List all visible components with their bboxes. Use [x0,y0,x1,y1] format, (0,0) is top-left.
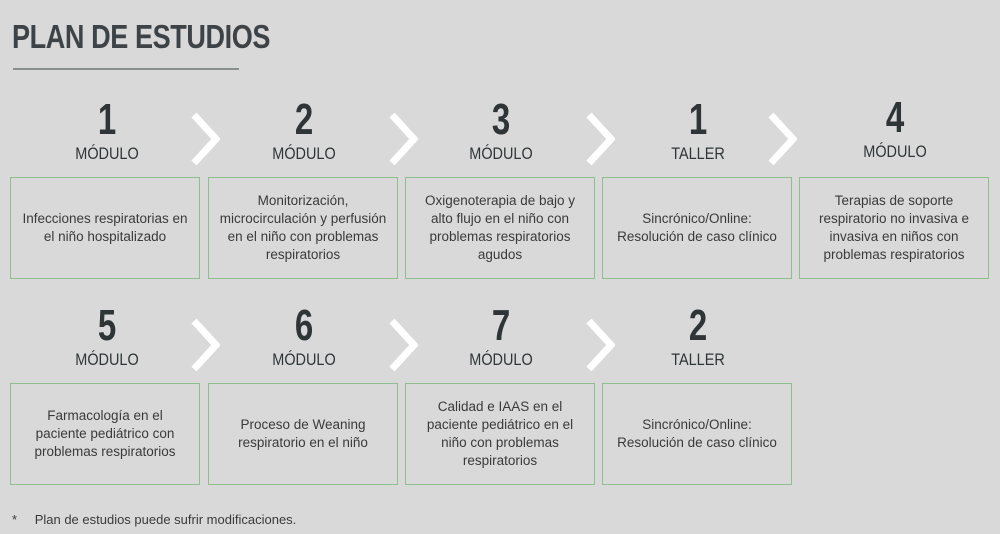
step-header: 4 MÓDULO [799,96,991,162]
step-description: Proceso de Weaning respiratorio en el ni… [238,417,368,450]
footnote-marker: * [12,512,18,527]
step-description-box: Calidad e IAAS en el paciente pediátrico… [405,383,595,485]
step-label: MÓDULO [75,144,139,163]
step-description-box: Monitorización, microcirculación y perfu… [208,177,398,279]
step-number: 1 [688,95,708,144]
step-label: MÓDULO [272,144,336,163]
step-description-box: Farmacología en el paciente pediátrico c… [10,383,200,485]
step-label: TALLER [671,350,725,369]
step-number: 7 [491,301,511,350]
chevron-right-icon [389,112,418,166]
step-header: 6 MÓDULO [208,304,400,370]
step-number: 4 [885,93,905,142]
step-description: Oxigenoterapia de bajo y alto flujo en e… [424,193,576,262]
chevron-right-icon [768,112,797,166]
chevron-right-icon [389,318,418,372]
step-label: TALLER [671,144,725,163]
step-number: 2 [294,95,314,144]
page-title: PLAN DE ESTUDIOS [12,18,271,55]
step-description-box: Infecciones respiratorias en el niño hos… [10,177,200,279]
step-description: Monitorización, microcirculación y perfu… [219,193,387,262]
step-header: 2 MÓDULO [208,98,400,164]
step-description: Sincrónico/Online: Resolución de caso cl… [617,417,777,450]
step-header: 3 MÓDULO [405,98,597,164]
step-description: Farmacología en el paciente pediátrico c… [34,408,176,459]
step-number: 6 [294,301,314,350]
step-description-box: Sincrónico/Online: Resolución de caso cl… [602,383,792,485]
step-description-box: Proceso de Weaning respiratorio en el ni… [208,383,398,485]
step-number: 1 [97,95,117,144]
step-label: MÓDULO [863,142,927,161]
step-description: Terapias de soporte respiratorio no inva… [818,193,970,262]
chevron-right-icon [191,112,220,166]
step-header: 5 MÓDULO [11,304,203,370]
step-label: MÓDULO [469,350,533,369]
title-underline [13,68,239,70]
step-header: 7 MÓDULO [405,304,597,370]
footnote: * Plan de estudios puede sufrir modifica… [12,512,296,527]
footnote-text: Plan de estudios puede sufrir modificaci… [34,512,297,527]
chevron-right-icon [586,318,615,372]
chevron-right-icon [586,112,615,166]
step-number: 2 [688,301,708,350]
step-label: MÓDULO [75,350,139,369]
step-header: 2 TALLER [602,304,794,370]
step-description: Infecciones respiratorias en el niño hos… [22,211,188,244]
step-label: MÓDULO [272,350,336,369]
step-description-box: Oxigenoterapia de bajo y alto flujo en e… [405,177,595,279]
step-description: Calidad e IAAS en el paciente pediátrico… [426,399,574,468]
step-number: 3 [491,95,511,144]
step-number: 5 [97,301,117,350]
step-description-box: Sincrónico/Online: Resolución de caso cl… [602,177,792,279]
step-description-box: Terapias de soporte respiratorio no inva… [799,177,989,279]
step-header: 1 TALLER [602,98,794,164]
step-label: MÓDULO [469,144,533,163]
chevron-right-icon [191,318,220,372]
step-description: Sincrónico/Online: Resolución de caso cl… [617,211,777,244]
step-header: 1 MÓDULO [11,98,203,164]
